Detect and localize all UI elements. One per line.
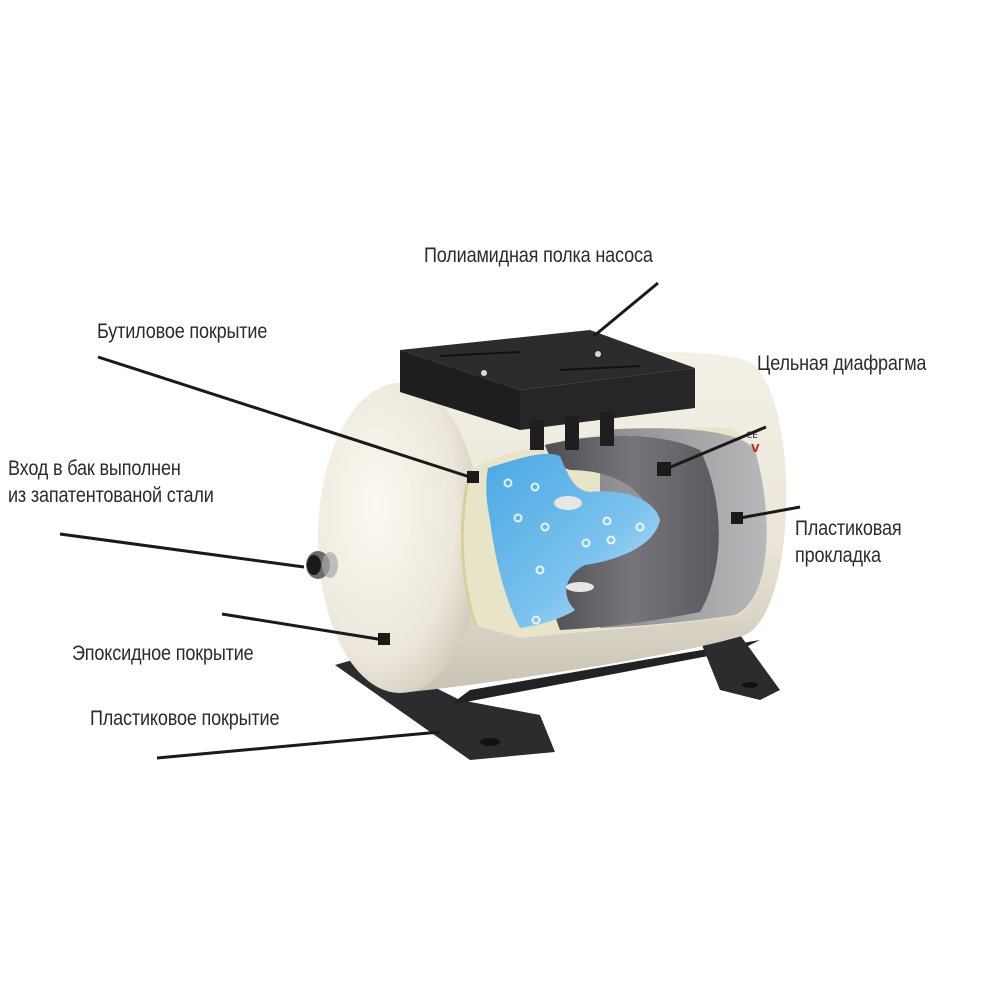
label-butyl-coating: Бутиловое покрытие <box>97 318 267 345</box>
label-diaphragm: Цельная диафрагма <box>757 350 926 377</box>
label-pump-shelf: Полиамидная полка насоса <box>424 242 653 269</box>
label-text: Цельная диафрагма <box>757 352 927 375</box>
svg-text:V: V <box>751 442 760 455</box>
air-bubbles <box>503 478 645 625</box>
label-text: Бутиловое покрытие <box>97 320 268 343</box>
leader-diaphragm <box>665 425 767 471</box>
label-text-line-1: Вход в бак выполнен <box>8 457 181 480</box>
label-epoxy-coating: Эпоксидное покрытие <box>72 640 254 667</box>
label-plastic-liner: Пластиковая прокладка <box>795 515 902 569</box>
pump-shelf <box>400 330 695 450</box>
leader-inlet <box>59 532 305 569</box>
leader-butyl <box>97 355 474 480</box>
label-text-line-2: из запатентованой стали <box>8 484 214 507</box>
label-text-line-1: Пластиковая <box>795 517 902 540</box>
leader-lines <box>59 281 801 760</box>
leader-plastic-coating <box>156 730 441 760</box>
leader-pump-shelf <box>593 281 659 338</box>
leader-epoxy <box>221 612 385 642</box>
leader-liner <box>739 505 801 520</box>
svg-text:CE: CE <box>746 431 758 441</box>
label-text: Пластиковое покрытие <box>90 707 280 730</box>
label-text-line-2: прокладка <box>795 544 881 567</box>
label-plastic-coating: Пластиковое покрытие <box>90 705 279 732</box>
inlet-fitting <box>306 551 338 579</box>
cutaway: CE V <box>460 427 767 638</box>
label-tank-inlet: Вход в бак выполнен из запатентованой ст… <box>8 455 214 509</box>
label-text: Полиамидная полка насоса <box>424 244 653 267</box>
label-text: Эпоксидное покрытие <box>72 642 254 665</box>
